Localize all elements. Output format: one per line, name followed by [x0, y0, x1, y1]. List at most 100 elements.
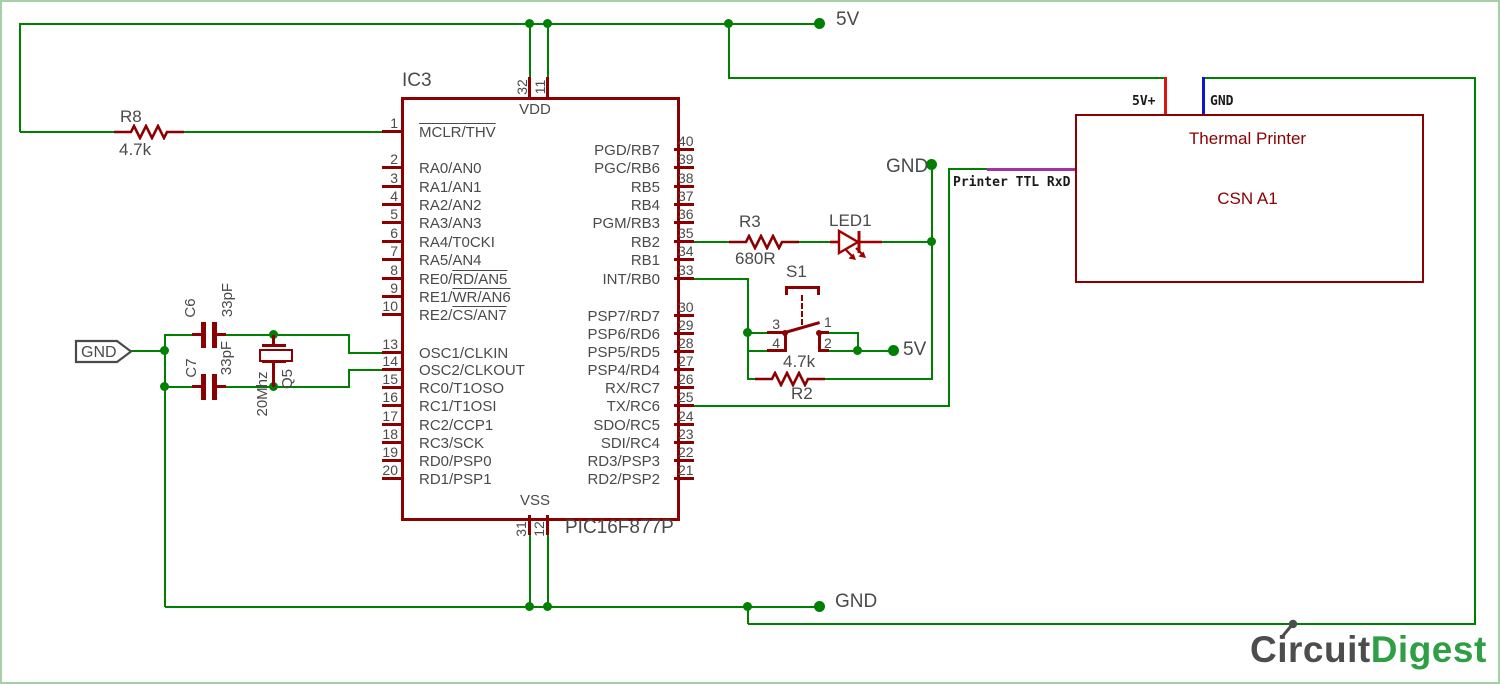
pin-name: PGC/RB6 [594, 160, 660, 177]
pin-name: PSP4/RD4 [587, 362, 660, 379]
junction-dot [543, 19, 552, 28]
capacitor-c6-plate [212, 322, 217, 348]
pin-number: 20 [382, 462, 398, 478]
junction-dot [543, 602, 552, 611]
wire-pin14 [348, 369, 382, 371]
ic-body [401, 97, 680, 521]
pin-stub [382, 423, 401, 426]
net-label-printer-rxd: Printer TTL RxD [953, 175, 1071, 190]
switch-bracket [817, 286, 820, 295]
cap-lead [217, 385, 226, 388]
capacitor-c6-plate [201, 322, 206, 348]
pin-number: 23 [678, 426, 694, 442]
wire-led-to-gnd [882, 241, 932, 243]
pin-stub [382, 404, 401, 407]
wire-sw-right-tie [857, 332, 859, 351]
pin-number: 1 [390, 115, 398, 131]
pin-number: 12 [531, 521, 547, 537]
pin-stub [382, 130, 401, 133]
junction-dot [525, 602, 534, 611]
wire-tx-top [948, 168, 987, 170]
junction-dot [743, 328, 752, 337]
pin-number: 15 [382, 371, 398, 387]
pin-stub [674, 459, 694, 462]
pin-number: 27 [678, 353, 694, 369]
printer-title: Thermal Printer [1188, 129, 1307, 148]
pin-name: RD1/PSP1 [419, 471, 492, 488]
gnd-flag-label: GND [81, 344, 117, 361]
ic-vdd-label: VDD [519, 101, 551, 118]
pin-stub [382, 368, 401, 371]
junction-dot [927, 237, 936, 246]
pin-number: 37 [678, 188, 694, 204]
resistor-r3 [729, 234, 799, 250]
pin-number: 10 [382, 298, 398, 314]
pin-number: 32 [514, 79, 530, 95]
wire-tx-rc6 [694, 405, 950, 407]
cap-lead [192, 333, 201, 336]
pin-number: 26 [678, 371, 694, 387]
net-dot-gnd-mid [926, 159, 937, 170]
pin-stub [382, 203, 401, 206]
brand-probe-icon [1280, 619, 1298, 639]
pin-number: 19 [382, 444, 398, 460]
pin-stub [674, 441, 694, 444]
pin-name: PGD/RB7 [594, 142, 660, 159]
net-dot-5v-top [814, 18, 825, 29]
switch-bracket [785, 286, 788, 295]
wire-c7-left [165, 386, 192, 388]
pin-name: OSC1/CLKIN [419, 345, 509, 362]
pin-stub [382, 240, 401, 243]
wire-sw-pin2 [829, 350, 858, 352]
pin-number: 33 [678, 262, 694, 278]
r3-value: 680R [735, 249, 776, 268]
ic-part-number: PIC16F877P [565, 517, 674, 538]
wire-sw-to-5v [857, 350, 894, 352]
resistor-r2 [755, 371, 825, 387]
pin-name: OSC2/CLKOUT [419, 362, 525, 379]
pin-number: 40 [678, 133, 694, 149]
r3-ref: R3 [739, 212, 761, 231]
wire-gnd-mid-column [931, 164, 933, 380]
pin-number: 39 [678, 151, 694, 167]
thermal-printer-box [1075, 114, 1424, 283]
pin-stub [382, 295, 401, 298]
pin-name: RE0/RD/AN5 [419, 271, 508, 288]
pin-number: 28 [678, 335, 694, 351]
pin-stub [382, 277, 401, 280]
wire-c6-right [226, 334, 349, 336]
pin-name: RA1/AN1 [419, 179, 482, 196]
net-label-gnd-mid: GND [886, 156, 929, 177]
wire-rb2-to-r3 [694, 241, 729, 243]
s1-ref: S1 [786, 262, 807, 281]
pin-stub [546, 77, 549, 97]
capacitor-c7-plate [212, 374, 217, 400]
cap-lead [192, 385, 201, 388]
brand-logo: CircuitDigest [1250, 630, 1487, 670]
junction-dot [269, 330, 278, 339]
pin-name: SDI/RC4 [600, 435, 660, 452]
switch-pin4-lead [767, 349, 785, 352]
r8-ref: R8 [120, 107, 142, 126]
pin-name: RB5 [630, 179, 660, 196]
pin-name: RE1/WR/AN6 [419, 289, 511, 306]
wire-left-drop [19, 23, 21, 132]
switch-pin3-lead [767, 331, 785, 334]
pin-stub [382, 459, 401, 462]
wire-right-edge-drop [1474, 77, 1476, 624]
pin-stub [674, 203, 694, 206]
pin-stub [674, 258, 694, 261]
q5-ref: Q5 [279, 369, 296, 390]
pin-name: INT/RB0 [602, 271, 660, 288]
printer-model: CSN A1 [1217, 189, 1278, 208]
pin-stub [382, 185, 401, 188]
wire-c7-right [226, 386, 349, 388]
c6-ref: C6 [182, 298, 199, 318]
r2-value: 4.7k [783, 352, 816, 371]
junction-dot [525, 19, 534, 28]
pin-name: RA4/T0CKI [419, 234, 495, 251]
pin-stub [382, 166, 401, 169]
wire-vss-12 [547, 534, 549, 607]
pin-name: RD3/PSP3 [587, 453, 660, 470]
